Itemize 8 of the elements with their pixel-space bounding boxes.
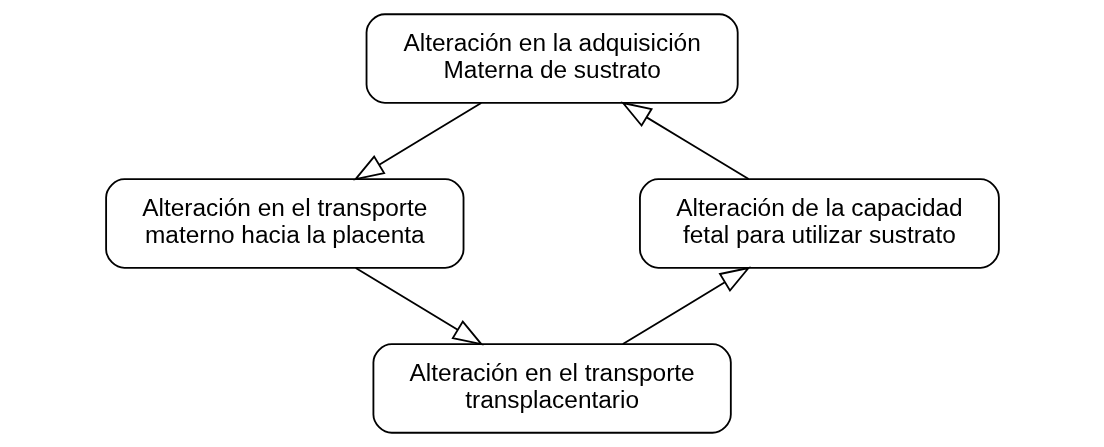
arrow bbox=[352, 102, 482, 181]
arrow bbox=[620, 101, 750, 180]
arrow bbox=[354, 267, 484, 346]
node-box: Alteración en el transporte transplacentario bbox=[372, 343, 732, 434]
node-box: Alteración de la capacidad fetal para utilizar sustrato bbox=[638, 178, 1000, 269]
node-box: Alteración en el transporte materno hacia la placenta bbox=[104, 178, 464, 269]
node-box: Alteración en la adquisición Materna de sustrato bbox=[365, 13, 739, 104]
arrow bbox=[621, 266, 751, 345]
